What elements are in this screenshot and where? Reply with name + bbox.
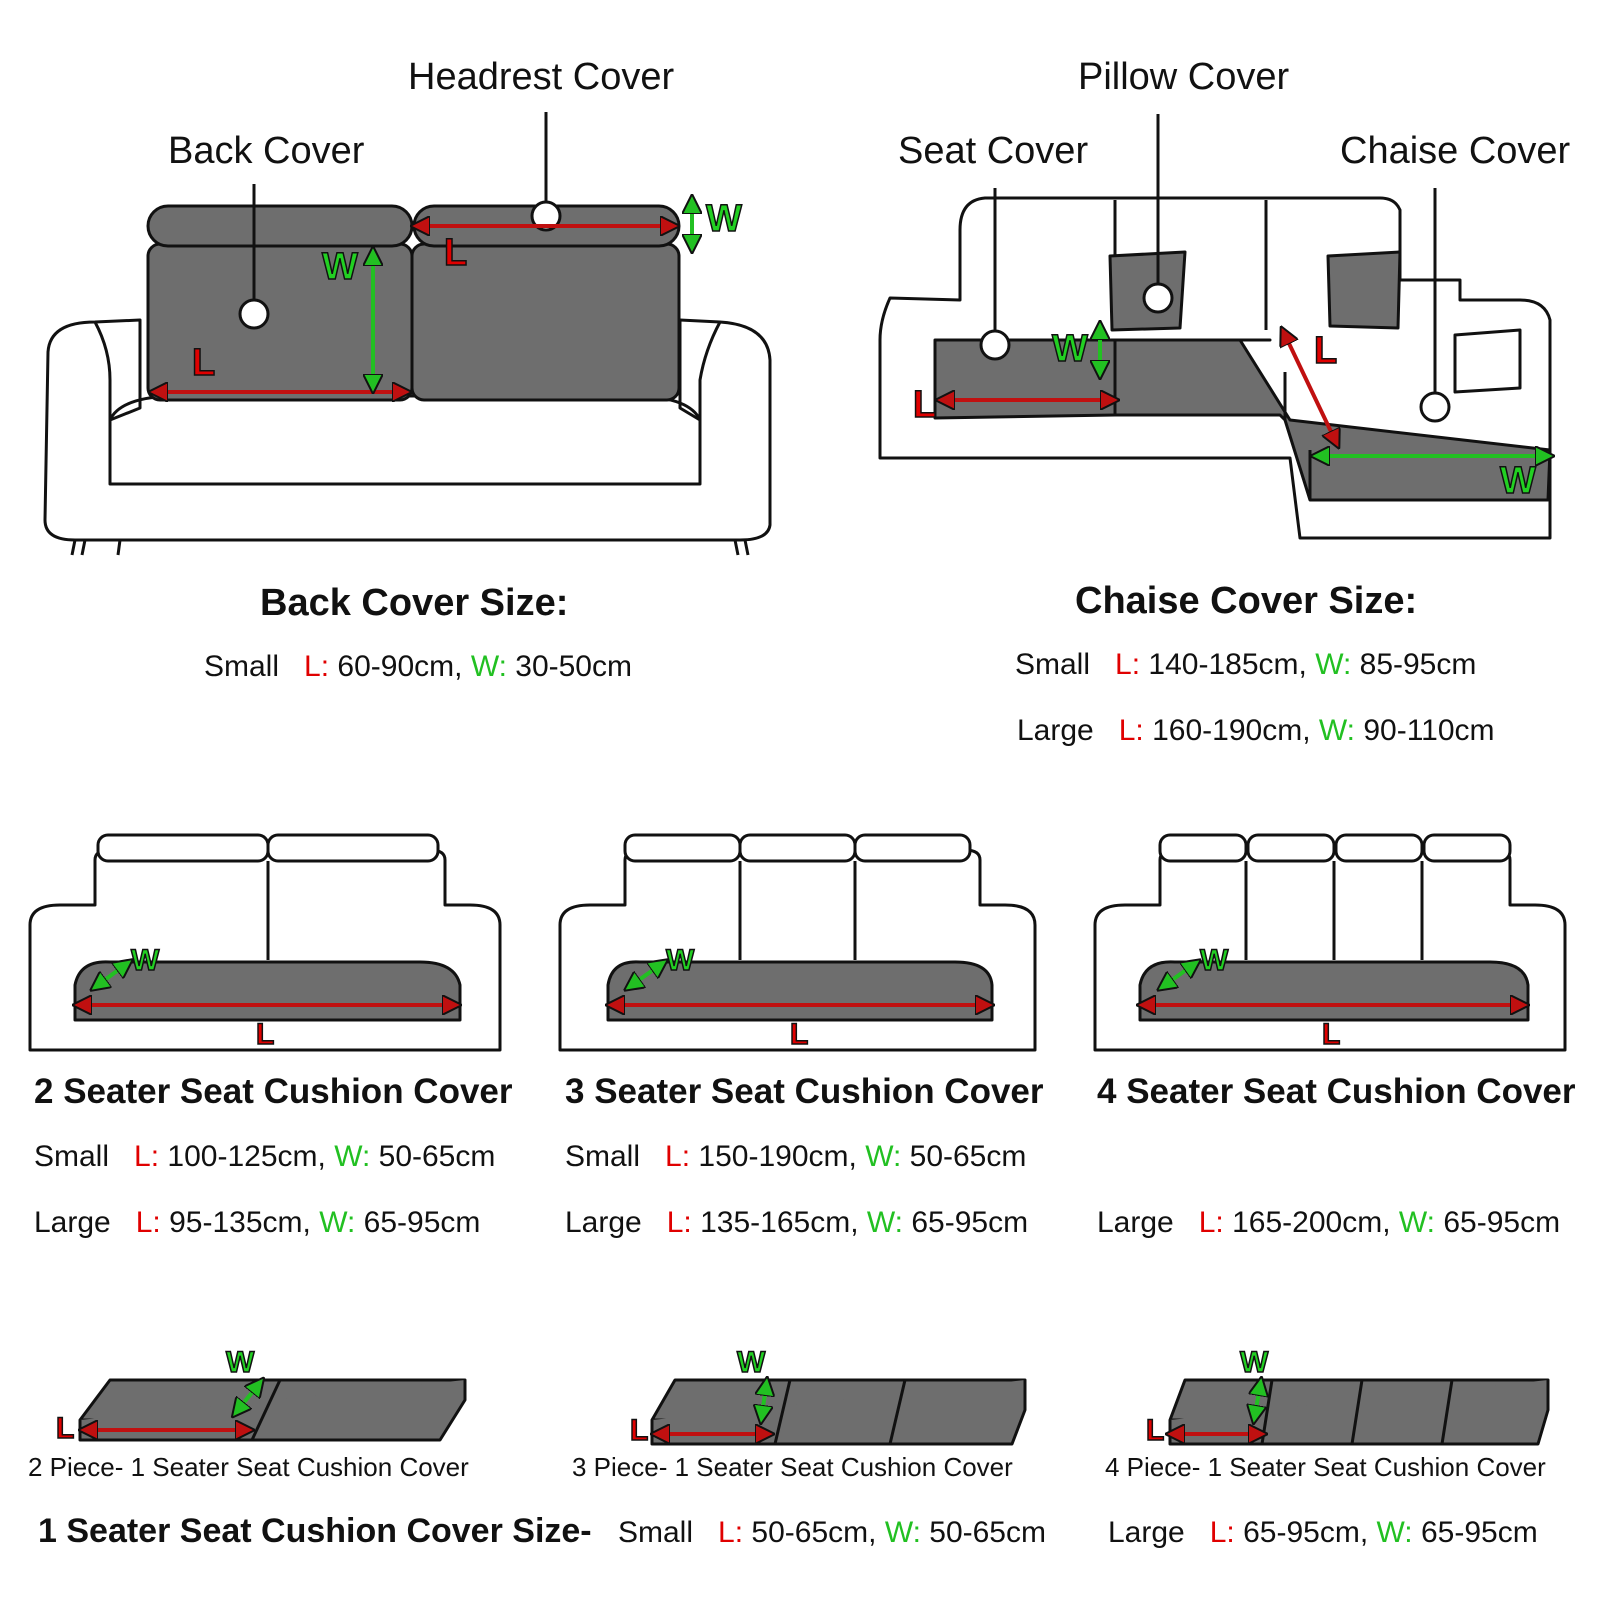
width-value: 85-95cm [1359,648,1477,681]
size-name: Large [565,1206,642,1239]
length-value: 50-65cm, [751,1516,877,1549]
three-seater-title: 3 Seater Seat Cushion Cover [565,1072,1044,1111]
length-marker: L [912,383,937,427]
chaise-cover-label: Chaise Cover [1340,130,1571,172]
back-headrest-sofa [43,112,772,556]
length-label: L: [718,1516,744,1549]
size-name: Large [34,1206,111,1239]
width-label: W: [1376,1516,1413,1549]
length-value: 100-125cm, [167,1140,326,1173]
length-label: L: [1198,1206,1224,1239]
one-seater-size-heading: 1 Seater Seat Cushion Cover Size- [38,1512,592,1550]
size-name: Small [34,1140,110,1173]
length-marker: L [1321,1017,1341,1052]
size-name: Small [565,1140,641,1173]
three-seater-small-row: Small L: 150-190cm, W: 50-65cm [565,1140,1026,1174]
four-seater-title: 4 Seater Seat Cushion Cover [1097,1072,1576,1111]
width-label: W: [865,1140,902,1173]
width-label: W: [334,1140,371,1173]
width-marker: W [1239,1345,1269,1380]
length-marker: L [1145,1413,1165,1448]
width-label: W: [470,650,507,683]
length-marker: L [255,1017,275,1052]
length-marker: L [443,231,468,275]
width-value: 50-65cm [909,1140,1027,1173]
width-marker: W [130,943,160,978]
length-value: 165-200cm, [1232,1206,1391,1239]
chaise-cover-size-heading: Chaise Cover Size: [1075,580,1418,622]
two-piece-caption: 2 Piece- 1 Seater Seat Cushion Cover [28,1452,469,1482]
length-value: 160-190cm, [1152,714,1311,747]
back-cover-small-row: Small L: 60-90cm, W: 30-50cm [204,650,632,684]
two-seater-small-row: Small L: 100-125cm, W: 50-65cm [34,1140,495,1174]
width-label: W: [884,1516,921,1549]
size-name: Large [1017,714,1094,747]
length-label: L: [1209,1516,1235,1549]
three-piece-caption: 3 Piece- 1 Seater Seat Cushion Cover [572,1452,1013,1482]
length-marker: L [55,1411,75,1446]
two-seater-large-row: Large L: 95-135cm, W: 65-95cm [34,1206,480,1240]
width-label: W: [319,1206,356,1239]
headrest-cover-label: Headrest Cover [408,56,675,98]
width-value: 50-65cm [378,1140,496,1173]
back-cover-label: Back Cover [168,130,365,172]
width-value: 90-110cm [1363,714,1495,747]
length-value: 150-190cm, [698,1140,857,1173]
three-seater-large-row: Large L: 135-165cm, W: 65-95cm [565,1206,1028,1240]
one-seater-small-row: Small L: 50-65cm, W: 50-65cm [618,1516,1046,1550]
one-seater-large-row: Large L: 65-95cm, W: 65-95cm [1108,1516,1538,1550]
width-value: 30-50cm [515,650,632,683]
width-value: 65-95cm [1443,1206,1561,1239]
width-label: W: [1318,714,1356,747]
size-name: Small [618,1516,694,1549]
width-marker: W [1051,327,1088,371]
seat-cover-label: Seat Cover [898,130,1089,172]
length-value: 140-185cm, [1148,648,1307,681]
length-label: L: [1115,648,1141,681]
width-marker: W [665,943,695,978]
length-marker: L [629,1413,649,1448]
width-value: 65-95cm [1420,1516,1538,1549]
length-label: L: [1118,714,1144,747]
four-seater-large-row: Large L: 165-200cm, W: 65-95cm [1097,1206,1560,1240]
length-value: 65-95cm, [1243,1516,1369,1549]
width-value: 50-65cm [929,1516,1046,1549]
width-value: 65-95cm [363,1206,481,1239]
width-label: W: [1398,1206,1436,1239]
two-seater-title: 2 Seater Seat Cushion Cover [34,1072,513,1111]
width-value: 65-95cm [911,1206,1029,1239]
chaise-sofa [878,114,1552,540]
chaise-cover-large-row: Large L: 160-190cm, W: 90-110cm [1017,714,1495,748]
width-marker: W [736,1345,766,1380]
length-marker: L [1313,329,1338,373]
length-label: L: [304,650,330,683]
width-marker: W [705,197,742,241]
length-value: 135-165cm, [700,1206,859,1239]
pillow-cover-label: Pillow Cover [1078,56,1290,98]
length-label: L: [666,1206,692,1239]
chaise-cover-small-row: Small L: 140-185cm, W: 85-95cm [1015,648,1476,682]
width-marker: W [321,245,358,289]
width-label: W: [1315,648,1352,681]
length-label: L: [134,1140,160,1173]
width-label: W: [866,1206,904,1239]
size-name: Small [204,650,280,683]
length-label: L: [665,1140,691,1173]
length-marker: L [191,341,216,385]
size-name: Large [1108,1516,1185,1549]
length-label: L: [135,1206,161,1239]
length-marker: L [789,1017,809,1052]
length-value: 95-135cm, [169,1206,311,1239]
back-cover-size-heading: Back Cover Size: [260,582,569,624]
size-name: Small [1015,648,1091,681]
width-marker: W [225,1345,255,1380]
width-marker: W [1199,943,1229,978]
size-name: Large [1097,1206,1174,1239]
four-piece-caption: 4 Piece- 1 Seater Seat Cushion Cover [1105,1452,1546,1482]
length-value: 60-90cm, [337,650,463,683]
dimension-arrows [82,204,1545,1434]
width-marker: W [1499,459,1536,503]
